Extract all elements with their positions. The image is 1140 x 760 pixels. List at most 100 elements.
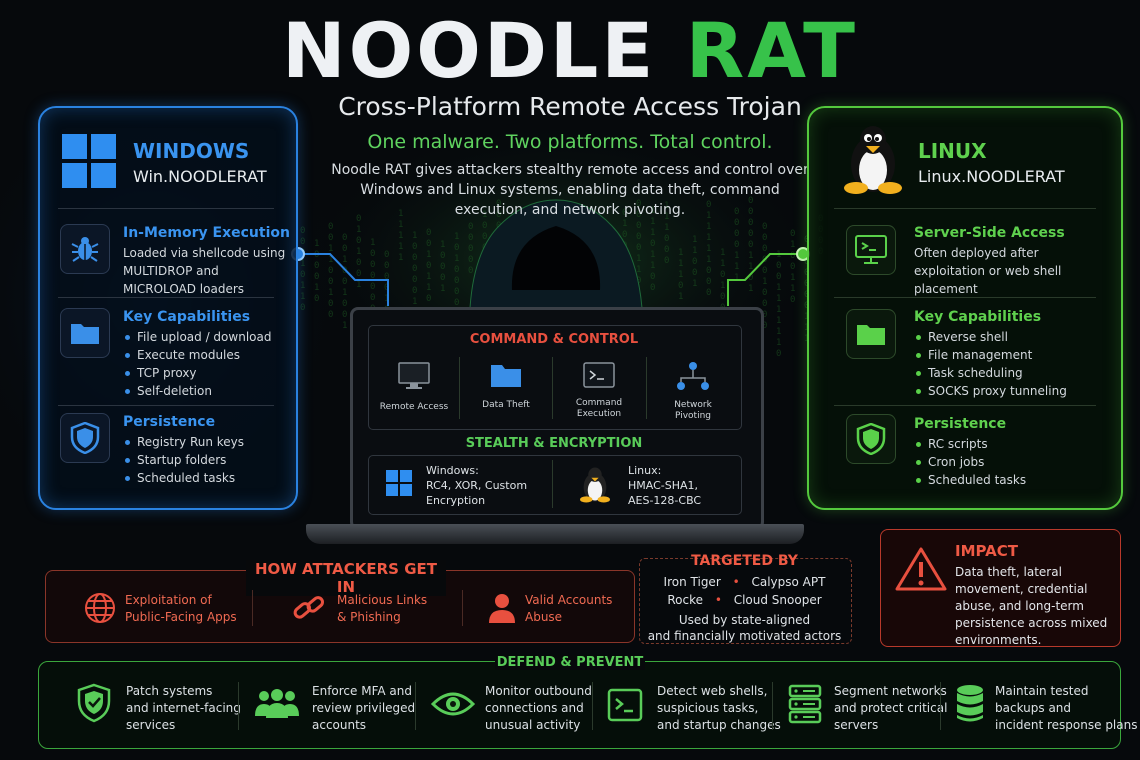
- windows-logo-icon: [386, 470, 412, 500]
- svg-text:1: 1: [636, 265, 641, 275]
- svg-text:0: 0: [454, 265, 459, 275]
- svg-text:1: 1: [790, 240, 795, 250]
- subtitle: Cross-Platform Remote Access Trojan: [338, 92, 802, 121]
- svg-text:0: 0: [482, 232, 487, 242]
- svg-text:0: 0: [720, 292, 725, 302]
- defend-line: accounts: [312, 718, 367, 732]
- shield-check-icon: [77, 683, 111, 727]
- targeted-note-2: and financially motivated actors: [647, 629, 842, 643]
- shield-icon: [60, 413, 110, 463]
- svg-text:1: 1: [300, 259, 305, 269]
- defend-line: suspicious tasks,: [657, 701, 759, 715]
- globe-icon: [84, 592, 116, 628]
- folder-icon: [60, 308, 110, 358]
- how-item-valid-accounts: Valid Accounts Abuse: [525, 592, 612, 626]
- defend-line: Patch systems: [126, 684, 213, 698]
- svg-text:0: 0: [426, 239, 431, 249]
- linux-capabilities-title: Key Capabilities: [914, 309, 1042, 325]
- svg-text:0: 0: [804, 290, 809, 300]
- svg-text:1: 1: [734, 262, 739, 272]
- svg-text:0: 0: [790, 251, 795, 261]
- windows-persistence-list: Registry Run keys Startup folders Schedu…: [123, 433, 244, 487]
- svg-text:0: 0: [748, 207, 753, 217]
- svg-text:1: 1: [398, 209, 403, 219]
- svg-text:1: 1: [706, 233, 711, 243]
- svg-text:0: 0: [356, 258, 361, 268]
- svg-text:1: 1: [734, 273, 739, 283]
- actor: Rocke: [667, 593, 703, 607]
- svg-text:1: 1: [384, 294, 389, 304]
- svg-text:0: 0: [636, 221, 641, 231]
- actor: Calypso APT: [751, 575, 826, 589]
- svg-text:0: 0: [454, 243, 459, 253]
- how-item-line: Abuse: [525, 610, 563, 624]
- defend-item-backups: Maintain tested backups and incident res…: [995, 683, 1137, 734]
- defend-line: Monitor outbound: [485, 684, 592, 698]
- svg-text:1: 1: [314, 283, 319, 293]
- svg-text:0: 0: [734, 229, 739, 239]
- svg-text:0: 0: [664, 234, 669, 244]
- list-item: Self-deletion: [123, 382, 271, 400]
- svg-text:1: 1: [692, 246, 697, 256]
- cc-item-label: Data Theft: [482, 400, 530, 410]
- svg-text:1: 1: [720, 248, 725, 258]
- svg-text:0: 0: [482, 221, 487, 231]
- svg-text:0: 0: [370, 249, 375, 259]
- svg-text:1: 1: [482, 210, 487, 220]
- svg-text:0: 0: [706, 288, 711, 298]
- svg-text:1: 1: [342, 255, 347, 265]
- defend-line: Enforce MFA and: [312, 684, 412, 698]
- svg-text:1: 1: [454, 254, 459, 264]
- list-item: Task scheduling: [914, 364, 1067, 382]
- svg-text:0: 0: [440, 262, 445, 272]
- svg-text:1: 1: [804, 323, 809, 333]
- targeted-actors-row1: Iron Tiger • Calypso APT: [663, 575, 826, 589]
- svg-text:0: 0: [664, 245, 669, 255]
- list-item: File management: [914, 346, 1067, 364]
- svg-text:1: 1: [804, 334, 809, 344]
- svg-text:0: 0: [454, 287, 459, 297]
- defend-line: servers: [834, 718, 879, 732]
- svg-text:0: 0: [734, 240, 739, 250]
- windows-connector: [296, 253, 389, 306]
- svg-text:0: 0: [342, 233, 347, 243]
- svg-text:0: 0: [468, 255, 473, 265]
- svg-text:1: 1: [678, 248, 683, 258]
- defend-line: backups and: [995, 701, 1072, 715]
- svg-text:1: 1: [692, 279, 697, 289]
- targeted-actors-row2: Rocke • Cloud Snooper: [667, 593, 822, 607]
- svg-text:0: 0: [468, 266, 473, 276]
- svg-text:0: 0: [622, 230, 627, 240]
- svg-text:1: 1: [678, 292, 683, 302]
- svg-text:0: 0: [790, 262, 795, 272]
- svg-text:0: 0: [328, 233, 333, 243]
- svg-text:0: 0: [762, 310, 767, 320]
- laptop-base: [306, 524, 804, 544]
- list-item: TCP proxy: [123, 364, 271, 382]
- cc-item-remote-access: Remote Access: [368, 360, 460, 413]
- svg-text:1: 1: [790, 273, 795, 283]
- svg-text:0: 0: [384, 272, 389, 282]
- stealth-title: STEALTH & ENCRYPTION: [465, 436, 643, 451]
- link-icon: [292, 592, 326, 628]
- svg-text:0: 0: [384, 261, 389, 271]
- svg-text:1: 1: [398, 242, 403, 252]
- windows-persistence-title: Persistence: [123, 414, 216, 430]
- svg-text:1: 1: [650, 261, 655, 271]
- svg-text:0: 0: [804, 235, 809, 245]
- how-attackers-title: HOW ATTACKERS GET IN: [246, 560, 446, 596]
- defend-line: and startup changes: [657, 718, 781, 732]
- svg-text:1: 1: [720, 281, 725, 291]
- linux-persistence-list: RC scripts Cron jobs Scheduled tasks: [914, 435, 1026, 489]
- warning-icon: [895, 546, 947, 596]
- svg-text:0: 0: [440, 273, 445, 283]
- svg-text:0: 0: [804, 257, 809, 267]
- svg-text:0: 0: [734, 218, 739, 228]
- impact-title: IMPACT: [955, 542, 1018, 560]
- svg-text:0: 0: [314, 272, 319, 282]
- windows-encryption: Windows: RC4, XOR, Custom Encryption: [426, 463, 527, 508]
- svg-text:1: 1: [314, 239, 319, 249]
- linux-persistence-title: Persistence: [914, 416, 1007, 432]
- svg-text:0: 0: [636, 243, 641, 253]
- svg-text:1: 1: [426, 250, 431, 260]
